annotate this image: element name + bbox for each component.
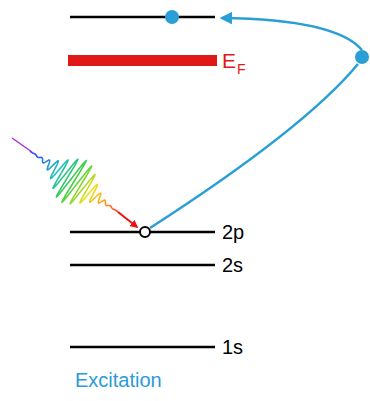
excited-electron bbox=[165, 10, 179, 24]
fermi-label: E bbox=[222, 50, 236, 71]
upper-level bbox=[70, 16, 215, 19]
fermi-subscript: F bbox=[237, 62, 246, 76]
photon-arrow bbox=[118, 212, 137, 227]
photon-wavepacket bbox=[30, 151, 118, 212]
level-1s bbox=[70, 346, 215, 349]
level-label: 1s bbox=[222, 337, 243, 357]
level-2s bbox=[70, 264, 215, 267]
level-label: 2s bbox=[222, 255, 243, 275]
electron-dot bbox=[355, 50, 369, 64]
caption-label: Excitation bbox=[75, 370, 162, 390]
core-hole bbox=[140, 227, 150, 237]
excitation-path bbox=[150, 64, 358, 228]
wave-tail bbox=[12, 138, 32, 152]
fermi-level bbox=[68, 55, 217, 66]
excitation-arrow bbox=[222, 18, 362, 50]
level-label: 2p bbox=[222, 222, 244, 242]
